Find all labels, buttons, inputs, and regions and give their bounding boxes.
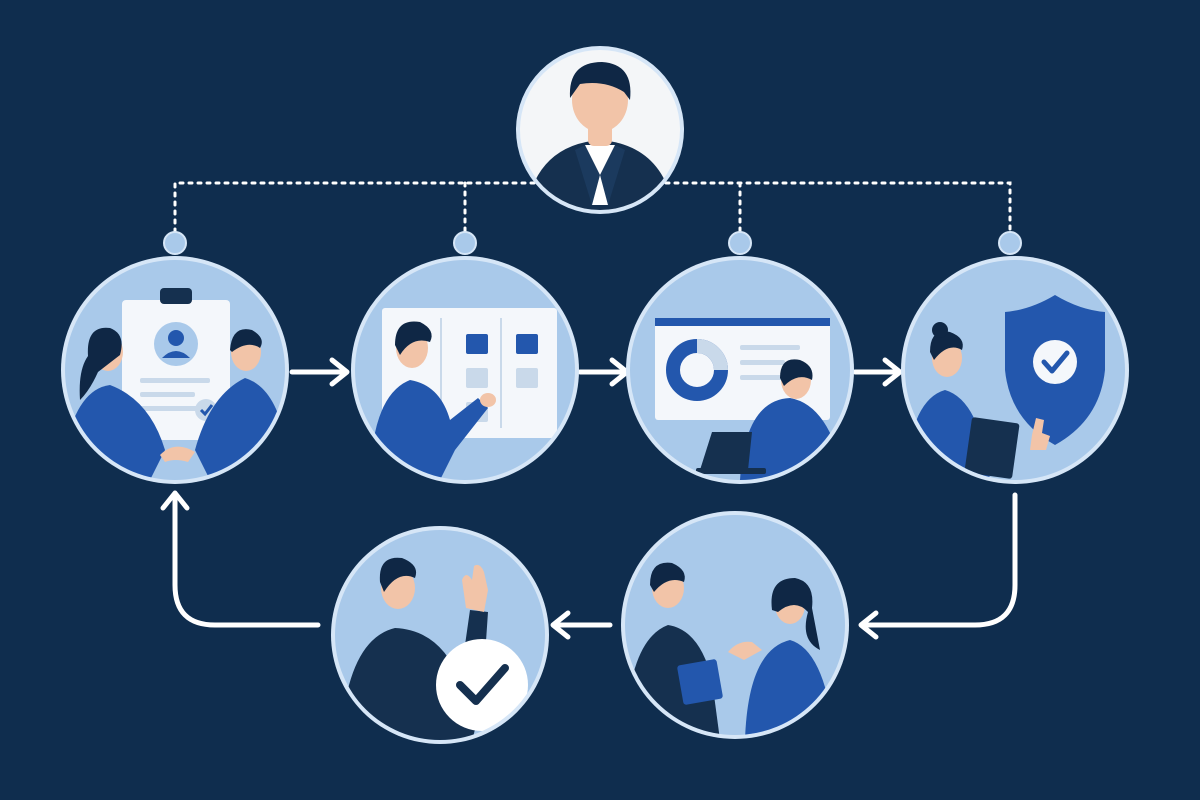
arrow-agreement-to-planning bbox=[289, 357, 350, 387]
task-board-icon bbox=[370, 308, 557, 480]
connector-dot bbox=[728, 231, 752, 255]
approved-check-icon bbox=[340, 557, 528, 740]
node-analysis bbox=[626, 256, 854, 484]
connector-dot bbox=[453, 231, 477, 255]
flow-arrows bbox=[160, 357, 1018, 640]
manager-avatar-icon bbox=[525, 62, 675, 210]
arrow-planning-to-analysis bbox=[577, 357, 630, 387]
arrow-analysis-to-compliance bbox=[852, 357, 903, 387]
connector-dots bbox=[163, 231, 1022, 255]
arrow-approval-to-agreement bbox=[160, 490, 321, 628]
arrow-compliance-to-review bbox=[858, 492, 1018, 640]
arrow-review-to-approval bbox=[550, 610, 613, 640]
node-manager bbox=[516, 46, 684, 214]
connector-dot bbox=[998, 231, 1022, 255]
node-approval bbox=[331, 526, 549, 744]
node-planning bbox=[351, 256, 579, 484]
shield-check-icon bbox=[905, 295, 1105, 480]
connector-dot bbox=[163, 231, 187, 255]
dashboard-analytics-icon bbox=[655, 318, 845, 480]
node-agreement bbox=[61, 256, 289, 484]
node-review bbox=[621, 511, 849, 739]
node-compliance bbox=[901, 256, 1129, 484]
